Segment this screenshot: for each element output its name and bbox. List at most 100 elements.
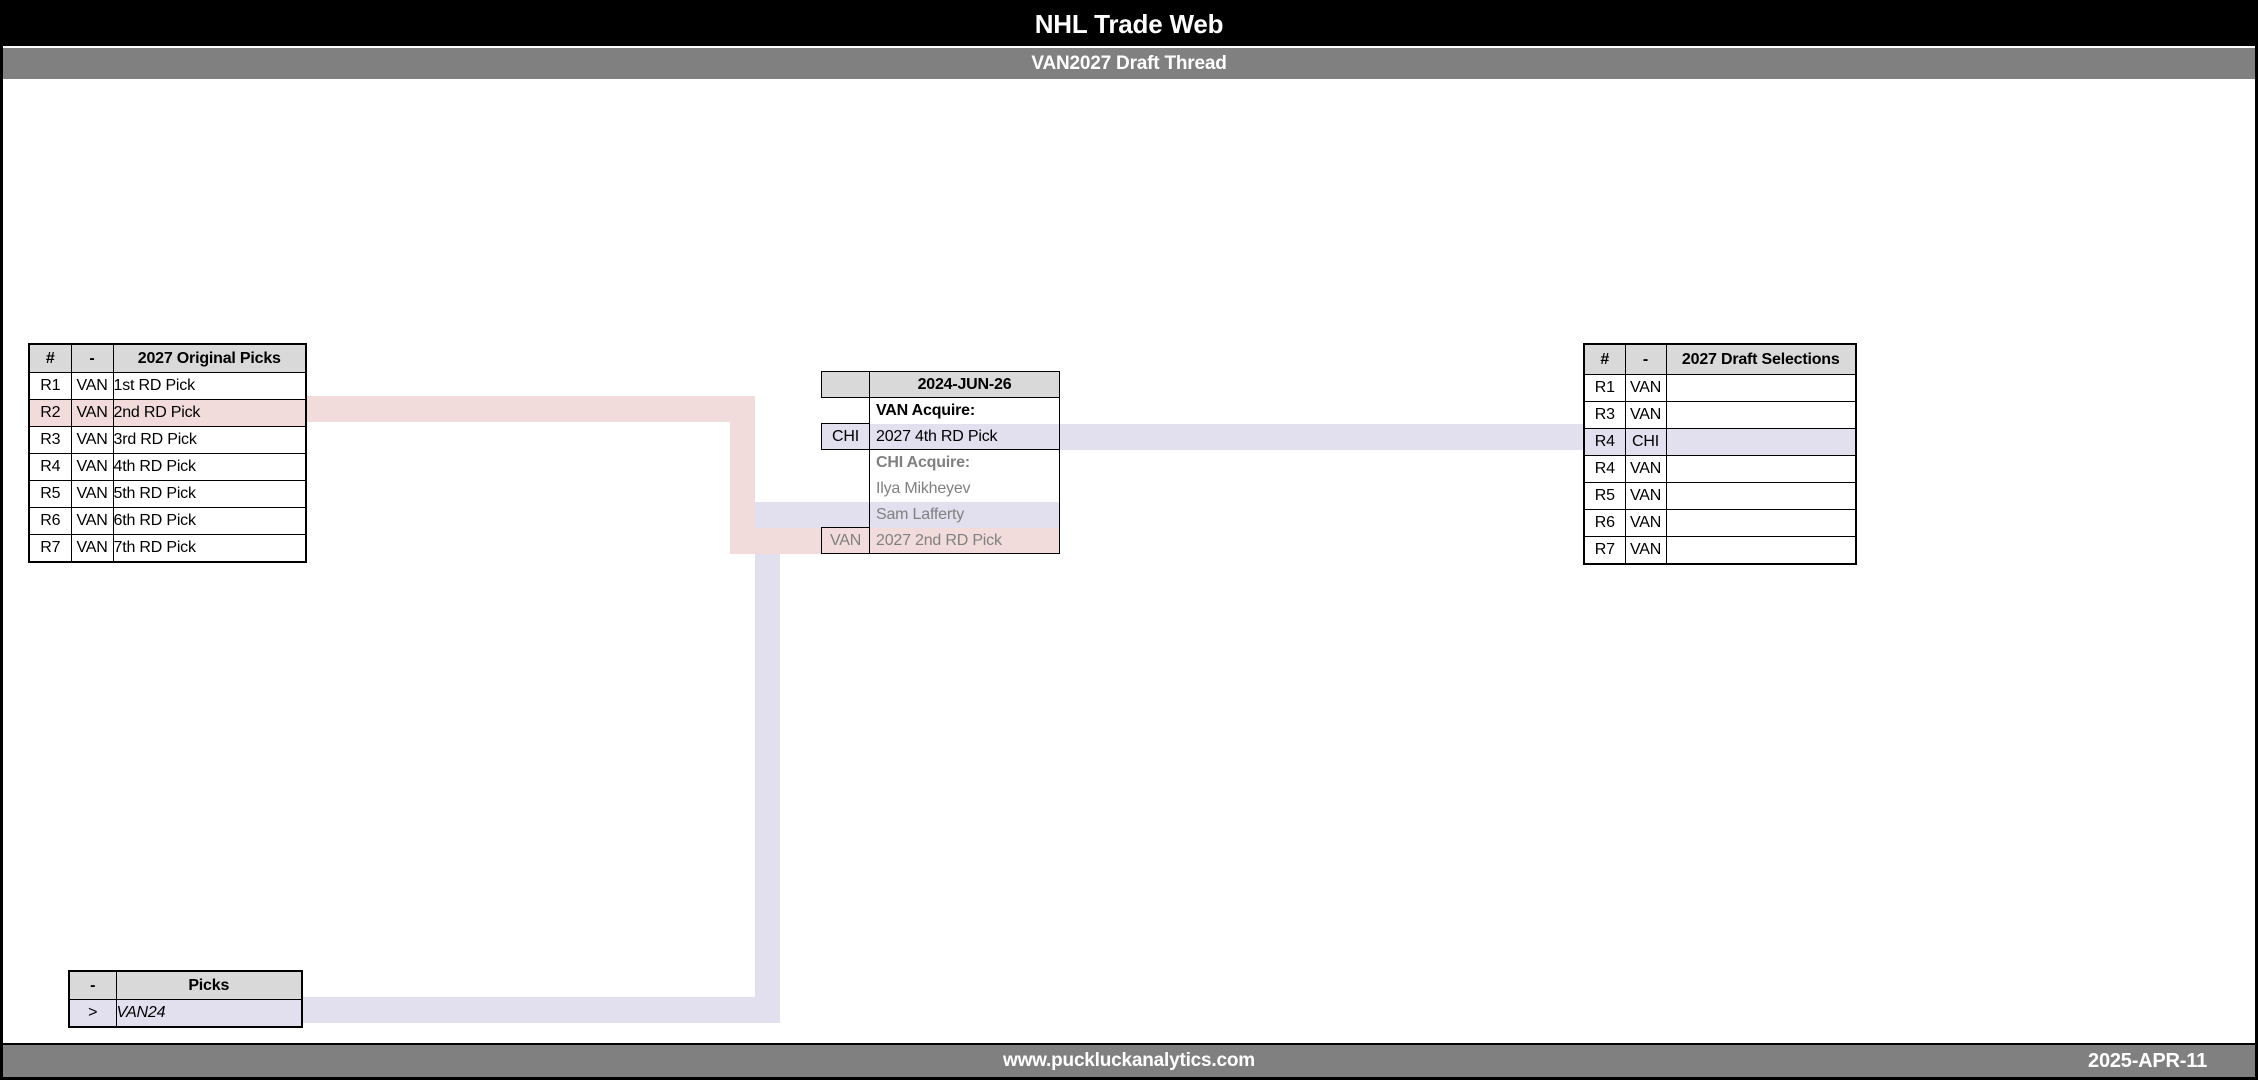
selection-cell xyxy=(1665,455,1857,483)
col-header-title: 2027 Original Picks xyxy=(112,343,307,373)
table-row: R6 VAN 6th RD Pick xyxy=(28,507,307,535)
round-cell: R6 xyxy=(28,507,72,535)
ribbon-r2-horizontal xyxy=(305,396,755,422)
team-cell: VAN xyxy=(1624,455,1667,483)
marker-cell: > xyxy=(68,999,117,1028)
round-cell: R1 xyxy=(28,372,72,400)
ribbon-van24-vertical xyxy=(755,502,780,1023)
selection-cell xyxy=(1665,509,1857,537)
trade-row-2nd-rd-pick: 2027 2nd RD Pick xyxy=(870,528,1059,553)
team-cell: VAN xyxy=(70,480,114,508)
table-row: R1 VAN 1st RD Pick xyxy=(28,372,307,400)
trade-chi-label: CHI xyxy=(832,428,859,445)
team-cell: VAN xyxy=(1624,401,1667,429)
pick-cell: 5th RD Pick xyxy=(112,480,307,508)
trade-details-box: VAN Acquire: 2027 4th RD Pick CHI Acquir… xyxy=(869,397,1060,554)
table-row-highlight-r2: R2 VAN 2nd RD Pick xyxy=(28,399,307,427)
col-header-num: # xyxy=(1583,343,1626,375)
draft-selections-table: # - 2027 Draft Selections R1 VAN R3 VAN … xyxy=(1583,343,1857,565)
trade-row-van-acquire: VAN Acquire: xyxy=(876,402,975,419)
team-cell: VAN xyxy=(70,453,114,481)
pick-cell: 2nd RD Pick xyxy=(112,399,307,427)
footer-bar: www.puckluckanalytics.com 2025-APR-11 xyxy=(3,1043,2255,1077)
trade-sam-row-left-strip xyxy=(821,502,870,528)
pick-cell: 7th RD Pick xyxy=(112,534,307,563)
col-header-team: - xyxy=(70,343,114,373)
report-date: 2025-APR-11 xyxy=(2088,1049,2207,1072)
trade-row-4th-rd-pick: 2027 4th RD Pick xyxy=(870,424,1059,450)
selection-cell xyxy=(1665,428,1857,456)
thread-subtitle: VAN2027 Draft Thread xyxy=(1031,52,1227,74)
trade-row-ilya-mikheyev: Ilya Mikheyev xyxy=(876,480,971,497)
col-header-num: # xyxy=(28,343,72,373)
ribbon-2nd-pick-horizontal xyxy=(730,528,821,554)
table-row: R3 VAN xyxy=(1583,401,1857,429)
round-cell: R1 xyxy=(1583,374,1626,402)
pick-cell: 6th RD Pick xyxy=(112,507,307,535)
team-cell: CHI xyxy=(1624,428,1667,456)
round-cell: R3 xyxy=(1583,401,1626,429)
table-row: R6 VAN xyxy=(1583,509,1857,537)
col-header-picks: Picks xyxy=(115,970,303,1000)
original-picks-table: # - 2027 Original Picks R1 VAN 1st RD Pi… xyxy=(28,343,307,563)
team-cell: VAN xyxy=(70,426,114,454)
trade-row-sam-lafferty: Sam Lafferty xyxy=(870,502,1059,528)
team-cell: VAN xyxy=(1624,509,1667,537)
round-cell: R5 xyxy=(28,480,72,508)
col-header-dash: - xyxy=(68,970,117,1000)
team-cell: VAN xyxy=(1624,536,1667,565)
title-bar: NHL Trade Web xyxy=(3,3,2255,46)
team-cell: VAN xyxy=(70,534,114,563)
ribbon-van24-horizontal xyxy=(301,997,780,1023)
team-cell: VAN xyxy=(70,372,114,400)
round-cell: R4 xyxy=(1583,455,1626,483)
selection-cell xyxy=(1665,401,1857,429)
round-cell: R7 xyxy=(1583,536,1626,565)
table-row: R5 VAN 5th RD Pick xyxy=(28,480,307,508)
col-header-title: 2027 Draft Selections xyxy=(1665,343,1857,375)
trade-van-team-cell: VAN xyxy=(821,527,870,554)
table-row-van24: > VAN24 xyxy=(68,999,303,1028)
trade-row-chi-acquire: CHI Acquire: xyxy=(876,454,970,471)
team-cell: VAN xyxy=(1624,374,1667,402)
pick-cell: 1st RD Pick xyxy=(112,372,307,400)
team-cell: VAN xyxy=(70,507,114,535)
pick-cell: 3rd RD Pick xyxy=(112,426,307,454)
site-url: www.puckluckanalytics.com xyxy=(1003,1050,1255,1071)
round-cell: R6 xyxy=(1583,509,1626,537)
trade-date: 2024-JUN-26 xyxy=(917,376,1012,393)
round-cell: R4 xyxy=(1583,428,1626,456)
col-header-team: - xyxy=(1624,343,1667,375)
selection-cell xyxy=(1665,482,1857,510)
trade-header-date-cell: 2024-JUN-26 xyxy=(869,371,1060,398)
table-row: R1 VAN xyxy=(1583,374,1857,402)
ribbon-sam-lafferty-horizontal xyxy=(755,502,821,528)
selection-cell xyxy=(1665,374,1857,402)
selection-cell xyxy=(1665,536,1857,565)
table-row: R4 VAN xyxy=(1583,455,1857,483)
table-row: R7 VAN xyxy=(1583,536,1857,565)
page-title: NHL Trade Web xyxy=(1034,9,1224,39)
trade-header-blank-cell xyxy=(821,371,870,398)
original-picks-header-row: # - 2027 Original Picks xyxy=(28,343,307,373)
round-cell: R7 xyxy=(28,534,72,563)
round-cell: R4 xyxy=(28,453,72,481)
team-cell: VAN xyxy=(1624,482,1667,510)
trade-chi-team-cell: CHI xyxy=(821,423,870,450)
round-cell: R3 xyxy=(28,426,72,454)
round-cell: R5 xyxy=(1583,482,1626,510)
round-cell: R2 xyxy=(28,399,72,427)
pick-label-cell: VAN24 xyxy=(115,999,303,1028)
ribbon-chi-4th-to-r4 xyxy=(1060,424,1583,450)
pick-cell: 4th RD Pick xyxy=(112,453,307,481)
table-row: R5 VAN xyxy=(1583,482,1857,510)
team-cell: VAN xyxy=(70,399,114,427)
ribbon-r2-vertical xyxy=(730,396,755,554)
table-row-highlight-r4-chi: R4 CHI xyxy=(1583,428,1857,456)
subtitle-bar: VAN2027 Draft Thread xyxy=(3,48,2255,79)
table-row: R3 VAN 3rd RD Pick xyxy=(28,426,307,454)
draft-selections-header-row: # - 2027 Draft Selections xyxy=(1583,343,1857,375)
picks-header-row: - Picks xyxy=(68,970,303,1000)
trade-van-label: VAN xyxy=(829,532,862,549)
